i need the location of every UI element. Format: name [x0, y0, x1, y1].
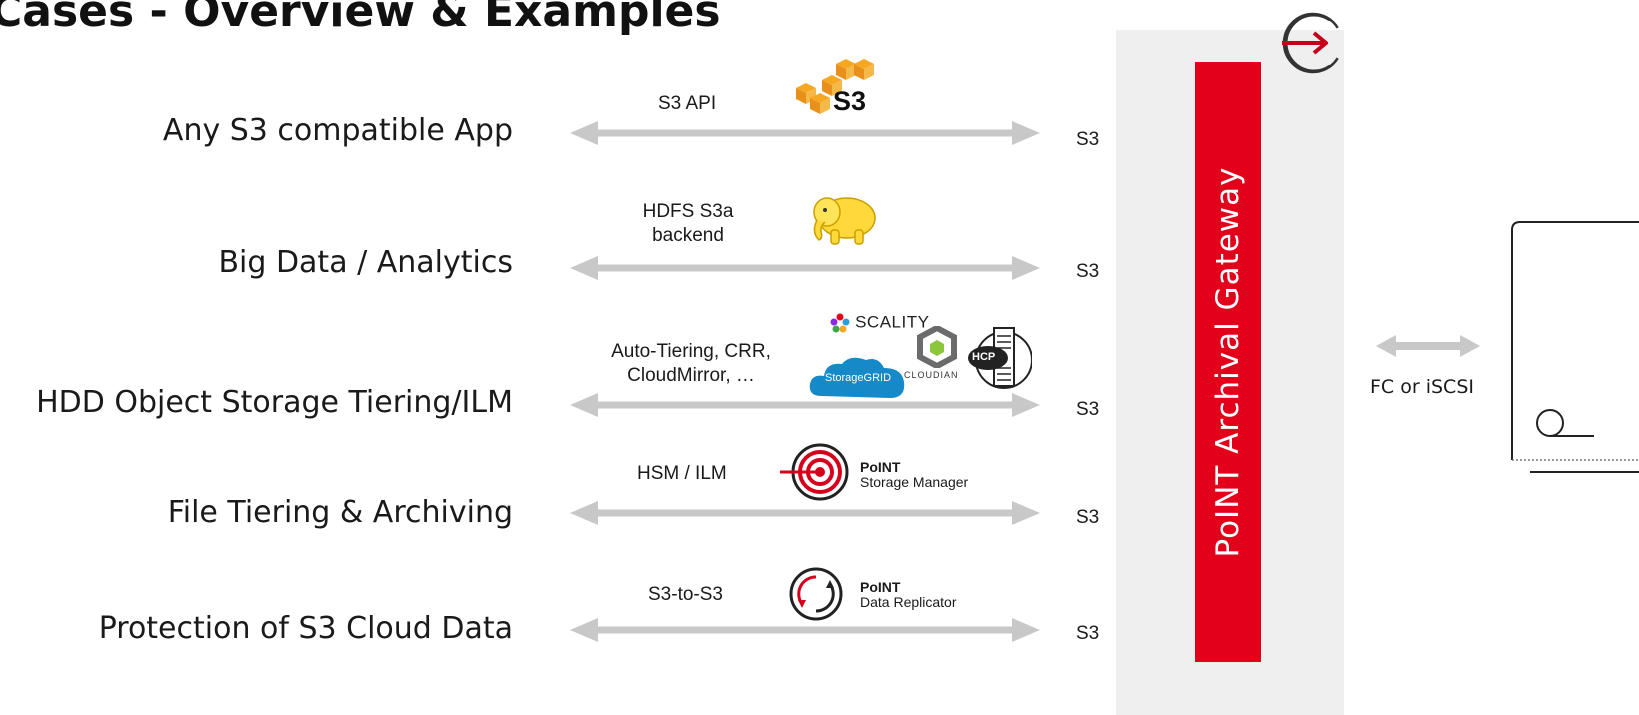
s3-logo-text: S3: [833, 86, 867, 116]
data-replicator-brand: PoINT: [860, 579, 901, 595]
use-case-big-data: Big Data / Analytics: [218, 245, 513, 280]
scality-flower-icon: [830, 313, 850, 332]
storage-manager-label: PoINT Storage Manager: [860, 460, 968, 490]
gateway-label: PoINT Archival Gateway: [1210, 166, 1246, 558]
use-case-hdd-object-tiering: HDD Object Storage Tiering/ILM: [36, 385, 513, 420]
scality-logo: SCALITY: [830, 312, 929, 333]
tape-library-icon: [1511, 221, 1639, 473]
protocol-hsm-ilm: HSM / ILM: [637, 463, 727, 484]
storage-manager-target-icon: [780, 443, 849, 501]
protocol-hdfs-line2: backend: [652, 225, 724, 246]
aws-cubes-icon: [796, 59, 874, 114]
protocol-auto-tiering-line1: Auto-Tiering, CRR,: [611, 341, 771, 362]
protocol-s3-api: S3 API: [658, 93, 717, 114]
storagegrid-logo: StorageGRID: [808, 352, 908, 406]
protocol-auto-tiering-line2: CloudMirror, …: [627, 365, 755, 386]
connection-label: FC or iSCSI: [1370, 376, 1474, 398]
hcp-text: HCP: [972, 351, 996, 363]
hcp-server-icon: [968, 327, 1032, 389]
storage-manager-name: Storage Manager: [860, 474, 969, 490]
arrow-row-3: [570, 393, 1040, 417]
protocol-auto-tiering: Auto-Tiering, CRR, CloudMirror, …: [596, 340, 786, 388]
protocol-hdfs: HDFS S3a backend: [633, 200, 743, 248]
arrow-row-2: [570, 256, 1040, 280]
protocol-hdfs-line1: HDFS S3a: [642, 201, 734, 222]
data-replicator-name: Data Replicator: [860, 594, 957, 610]
endpoint-s3-row-5: S3: [1076, 623, 1100, 644]
protocol-s3-to-s3: S3-to-S3: [648, 584, 723, 605]
exit-arrow-icon[interactable]: [1280, 10, 1346, 76]
endpoint-s3-row-1: S3: [1076, 129, 1100, 150]
arrow-row-4: [570, 501, 1040, 525]
storagegrid-cloud-icon: [809, 357, 905, 398]
cloudian-hex-icon: [917, 326, 957, 368]
hcp-logo: HCP: [966, 318, 1032, 390]
arrow-row-1: [570, 121, 1040, 145]
cloudian-text: CLOUDIAN: [904, 370, 959, 380]
endpoint-s3-row-2: S3: [1076, 261, 1100, 282]
hadoop-elephant-logo: [813, 197, 876, 245]
page-title: Cases - Overview & Examples: [0, 0, 721, 37]
amazon-s3-logo: S3: [792, 58, 882, 118]
gateway-bar: [1195, 62, 1261, 662]
cloudian-logo: CLOUDIAN: [904, 326, 974, 386]
storagegrid-text: StorageGRID: [824, 372, 892, 384]
data-replicator-icon: [789, 567, 843, 621]
fc-iscsi-arrow: [1376, 335, 1480, 357]
scality-text: SCALITY: [855, 312, 930, 332]
endpoint-s3-row-3: S3: [1076, 399, 1100, 420]
use-case-file-tiering: File Tiering & Archiving: [167, 495, 513, 530]
endpoint-s3-row-4: S3: [1076, 507, 1100, 528]
use-case-any-s3-app: Any S3 compatible App: [162, 113, 513, 148]
use-case-s3-protection: Protection of S3 Cloud Data: [98, 611, 513, 646]
data-replicator-label: PoINT Data Replicator: [860, 580, 957, 610]
storage-manager-brand: PoINT: [860, 459, 901, 475]
